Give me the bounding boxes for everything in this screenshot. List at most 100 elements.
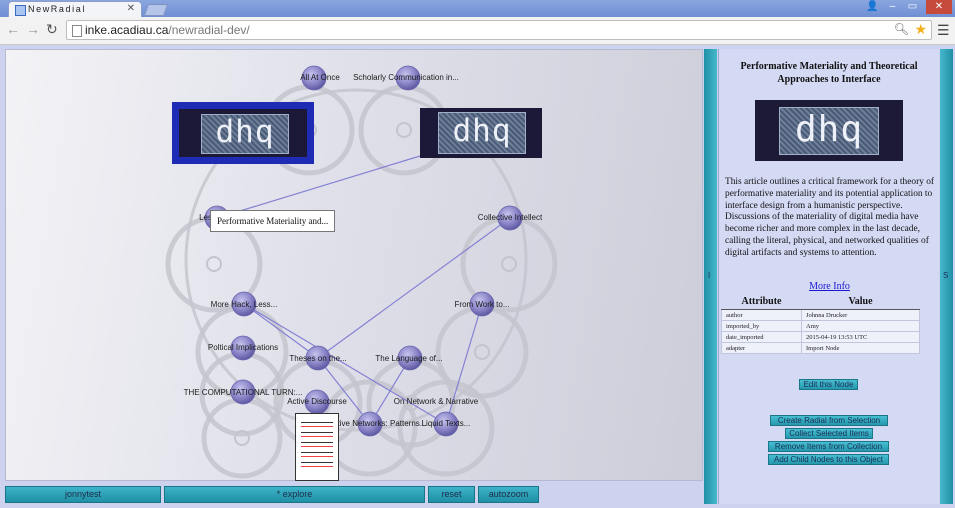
collect-items-button[interactable]: Collect Selected Items	[785, 428, 873, 439]
book-cover-thumbnail[interactable]	[295, 413, 339, 481]
reload-icon[interactable]: ↻	[46, 21, 58, 37]
node-label: THE COMPUTATIONAL TURN:...	[184, 388, 303, 397]
attribute-cell: author	[721, 309, 802, 321]
node-detail-panel: Performative Materiality and Theoretical…	[718, 49, 939, 504]
right-rail-label: S	[943, 271, 949, 280]
graph-node[interactable]	[497, 205, 523, 231]
node-description: This article outlines a critical framewo…	[725, 177, 935, 258]
graph-node[interactable]	[469, 291, 495, 317]
node-title: Performative Materiality and Theoretical…	[740, 61, 918, 85]
ring-circle	[201, 397, 283, 479]
table-row: imported_by Amy	[721, 320, 920, 332]
close-tab-icon[interactable]: ✕	[126, 3, 135, 14]
node-tooltip: Performative Materiality and...	[210, 210, 335, 232]
graph-node[interactable]	[395, 65, 421, 91]
book-cover-art	[301, 422, 333, 472]
graph-node[interactable]	[230, 335, 256, 361]
value-cell: Import Node	[801, 342, 920, 354]
zoom-icon[interactable]: 🔍︎	[893, 22, 909, 36]
close-window-icon[interactable]: ✕	[926, 0, 952, 14]
create-radial-button[interactable]: Create Radial from Selection	[770, 415, 888, 426]
graph-edge	[317, 357, 371, 425]
more-info-link[interactable]: More Info	[809, 281, 850, 292]
ring-center	[206, 256, 222, 272]
value-cell: Amy	[801, 320, 920, 332]
ring-center	[474, 344, 490, 360]
graph-node[interactable]	[305, 345, 331, 371]
autozoom-button[interactable]: autozoom	[478, 486, 539, 503]
attribute-cell: date_imported	[721, 331, 802, 343]
maximize-icon[interactable]: ▭	[907, 1, 918, 12]
left-rail-label: I	[708, 271, 711, 280]
graph-node[interactable]	[357, 411, 383, 437]
new-tab-button[interactable]	[143, 4, 169, 16]
edge-layer	[216, 155, 511, 425]
node-label: On Network & Narrative	[394, 397, 479, 406]
ring-center	[396, 122, 412, 138]
ring-center	[501, 256, 517, 272]
dhq-logo-text: dhq	[794, 109, 864, 150]
value-cell: Johnna Drucker	[801, 309, 920, 321]
graph-edge	[369, 357, 411, 425]
node-image: dhq	[755, 100, 903, 161]
browser-toolbar: ← → ↻ inke.acadiau.ca/newradial-dev/ 🔍︎ …	[0, 17, 955, 45]
bookmark-star-icon[interactable]: ★	[914, 21, 927, 37]
favicon-icon	[15, 5, 26, 16]
graph-node[interactable]	[231, 291, 257, 317]
remove-items-button[interactable]: Remove Items from Collection	[768, 441, 889, 452]
forward-arrow-icon[interactable]: →	[26, 21, 40, 37]
node-label: From Work to...	[455, 300, 510, 309]
explore-mode-button[interactable]: * explore	[164, 486, 425, 503]
graph-edge	[243, 303, 319, 359]
node-label: Collective Intellect	[478, 213, 543, 222]
add-child-nodes-button[interactable]: Add Child Nodes to this Object	[768, 454, 889, 465]
url-path: /newradial-dev/	[168, 23, 250, 37]
graph-node[interactable]	[301, 65, 327, 91]
table-row: adapter Import Node	[721, 342, 920, 354]
graph-node[interactable]	[433, 411, 459, 437]
url-host: inke.acadiau.ca	[85, 23, 169, 37]
url-text[interactable]: inke.acadiau.ca/newradial-dev/	[85, 23, 250, 37]
user-icon[interactable]: 👤	[866, 1, 879, 12]
node-label: The Language of...	[375, 354, 442, 363]
left-panel-rail[interactable]: I	[704, 49, 717, 504]
node-label: Poltical Implications	[208, 343, 278, 352]
ring-circle	[397, 379, 495, 477]
thumbnail-selected[interactable]: dhq	[172, 102, 314, 164]
value-cell: 2015-04-19 13:53 UTC	[801, 331, 920, 343]
minimize-icon[interactable]: –	[889, 1, 896, 12]
attribute-table: Attribute Value author Johnna Drucker im…	[721, 295, 920, 354]
user-button[interactable]: jonnytest	[5, 486, 161, 503]
edit-node-button[interactable]: Edit this Node	[799, 379, 858, 390]
back-arrow-icon[interactable]: ←	[6, 21, 20, 37]
dhq-logo: dhq	[779, 107, 879, 155]
page-icon	[72, 25, 82, 37]
graph-node[interactable]	[230, 379, 256, 405]
graph-edge	[216, 155, 421, 219]
node-label: Liquid Texts...	[422, 419, 471, 428]
dhq-logo-text: dhq	[215, 114, 275, 150]
browser-tab[interactable]: NewRadial ✕	[8, 1, 142, 17]
address-bar[interactable]: inke.acadiau.ca/newradial-dev/ 🔍︎ ★	[66, 20, 932, 40]
dhq-logo-text: dhq	[452, 113, 512, 149]
ring-center	[234, 430, 250, 446]
reset-button[interactable]: reset	[428, 486, 475, 503]
node-label: Active Discourse	[287, 397, 347, 406]
graph-edge	[445, 303, 483, 425]
graph-node[interactable]	[397, 345, 423, 371]
node-label: Theses on the...	[289, 354, 346, 363]
table-row: author Johnna Drucker	[721, 309, 920, 321]
thumbnail-node[interactable]: dhq	[420, 108, 542, 158]
dhq-logo: dhq	[201, 114, 289, 154]
menu-icon[interactable]: ☰	[937, 22, 950, 38]
dhq-logo: dhq	[438, 112, 526, 154]
ring-circle	[184, 88, 528, 432]
graph-edge	[317, 217, 511, 359]
table-row: date_imported 2015-04-19 13:53 UTC	[721, 331, 920, 343]
node-label: Scholarly Communication in...	[353, 73, 459, 82]
attribute-cell: adapter	[721, 342, 802, 354]
node-label: Narrative Networks: Patterns...	[318, 419, 427, 428]
right-panel-rail[interactable]: S	[940, 49, 953, 504]
